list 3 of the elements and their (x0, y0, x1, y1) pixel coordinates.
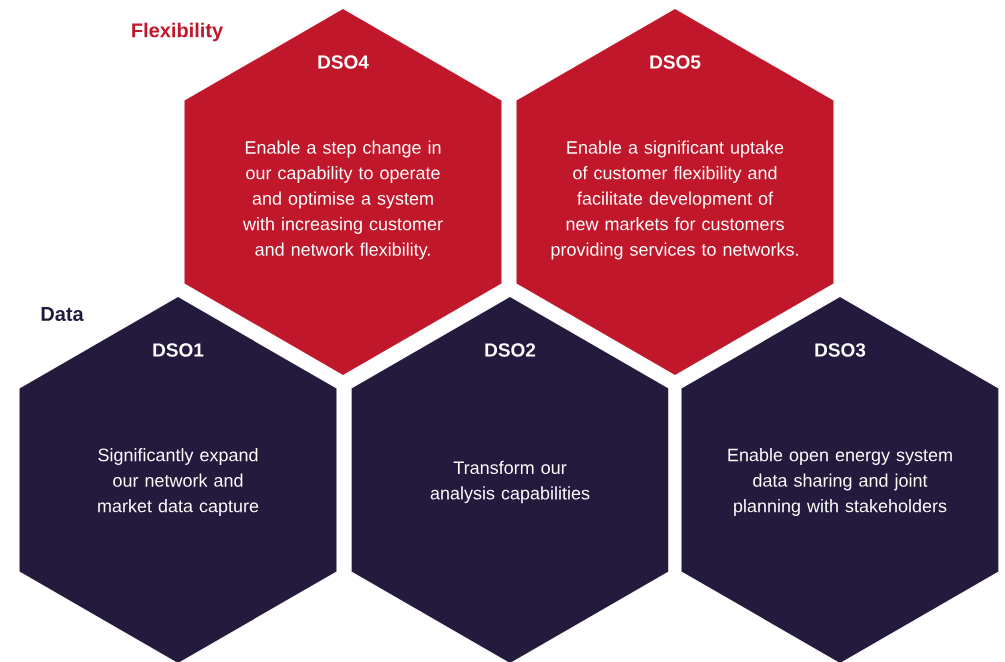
group-label: Data (41, 307, 84, 321)
hexagon: DSO2 Transform our analysis capabilities (351, 297, 669, 662)
hexagon: DSO3 Enable open energy system data sharing and joint planning with stakeholders (681, 297, 999, 662)
